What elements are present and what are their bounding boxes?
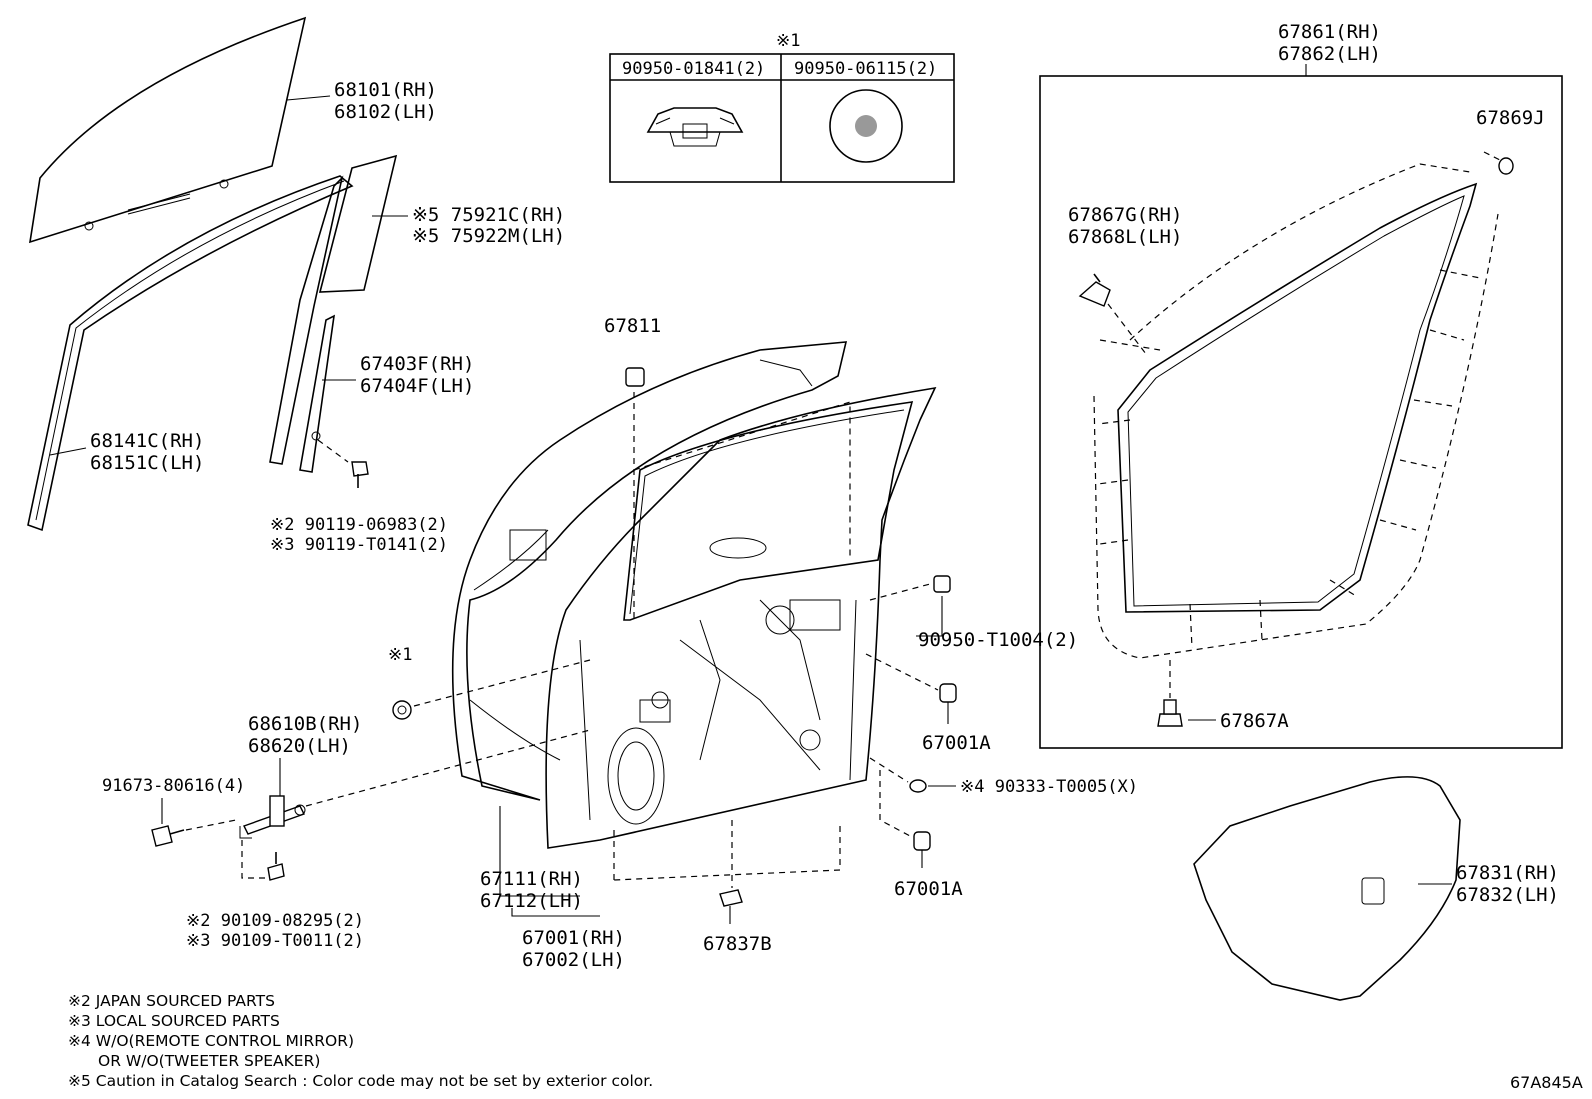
clip-67869j-guide [1483,151,1501,161]
clip-67867a-icon [1157,699,1183,727]
rear-lower-channel [299,314,336,473]
note1-door-mark: ※1 [388,645,412,665]
diagram-reference: 67A845A [1510,1073,1583,1092]
panel-leader [499,806,580,897]
glass-run-channel [27,175,354,532]
stopper-icon [625,367,645,387]
outer-door-panel [451,341,848,801]
clip-67837b-icon [719,889,743,907]
clip-67868l-label: 67868L(LH) [1068,226,1182,248]
bolt-90109-icon [267,852,285,881]
channel-lh-label: 67404F(LH) [360,375,474,397]
cushion-lower-guide [879,770,911,837]
weatherstrip-top-dashed [1129,163,1471,341]
garnish-rh-label: ※5 75921C(RH) [412,204,565,226]
cushion-lower-label: 67001A [894,878,963,900]
bolt-90109-guide [241,840,268,879]
bolt-90109-japan-label: ※2 90109-08295(2) [186,911,364,931]
round-plug-icon [829,89,903,163]
service-hole-cover [1193,776,1461,1001]
hole-plug-label: ※4 90333-T0005(X) [960,777,1138,797]
weatherstrip-lh-label: 67862(LH) [1278,43,1381,65]
note1-reference-box: ※1 90950-01841(2) 90950-06115(2) [609,31,955,183]
clip-67867a-label: 67867A [1220,710,1289,732]
cushion-upper-icon [939,683,957,703]
note1-mark: ※1 [776,31,800,51]
hole-plug-icon [646,107,744,147]
bolt-91673-guide [185,819,237,831]
weatherstrip-outer-dashed [1093,213,1499,659]
glass-leader-line [286,95,331,101]
door-assembly [545,386,937,849]
plug-t1004-label: 90950-T1004(2) [918,629,1078,651]
weatherstrip-box [1039,75,1563,749]
cover-lh-label: 67832(LH) [1456,884,1559,906]
window-dashed-outline [633,401,851,560]
hole-plug-guide [869,757,909,783]
panel-lh-label: 67112(LH) [480,890,583,912]
note1-plug-icon [392,700,412,720]
glass-run-rh-label: 68141C(RH) [90,430,204,452]
panel-rh-label: 67111(RH) [480,868,583,890]
footnote-4-cont: OR W/O(TWEETER SPEAKER) [98,1052,320,1070]
garnish-lh-label: ※5 75922M(LH) [412,225,565,247]
bolt-icon [317,439,369,488]
plug-90950-01841-label: 90950-01841(2) [622,59,765,79]
door-check-icon [239,795,306,839]
bolt-91673-icon [151,825,185,847]
clip-67869j-icon [1498,157,1514,175]
glass-rh-label: 68101(RH) [334,79,437,101]
footnote-5: ※5 Caution in Catalog Search : Color cod… [68,1072,653,1090]
footnote-3: ※3 LOCAL SOURCED PARTS [68,1012,280,1030]
door-rh-label: 67001(RH) [522,927,625,949]
check-lh-label: 68620(LH) [248,735,351,757]
door-lh-label: 67002(LH) [522,949,625,971]
footnote-2: ※2 JAPAN SOURCED PARTS [68,992,275,1010]
plug-90950-06115-label: 90950-06115(2) [794,59,937,79]
note1-guide [413,659,591,707]
cover-rh-label: 67831(RH) [1456,862,1559,884]
weatherstrip-rh-label: 67861(RH) [1278,21,1381,43]
cushion-upper-guide [865,653,939,691]
door-dashed-outline [613,826,841,881]
glass-run-leader [49,447,87,456]
glass-lh-label: 68102(LH) [334,101,437,123]
bolt-91673-label: 91673-80616(4) [102,776,245,796]
stopper-label: 67811 [604,315,661,337]
door-weatherstrip [1117,182,1478,613]
weatherstrip-clip-ticks [1097,269,1481,649]
bolt-local-label: ※3 90119-T0141(2) [270,535,448,555]
cushion-lower-icon [913,831,931,851]
cushion-upper-label: 67001A [922,732,991,754]
door-check-guide [305,729,591,807]
glass-run-lh-label: 68151C(LH) [90,452,204,474]
clip-67867g-label: 67867G(RH) [1068,204,1182,226]
clip-67869j-label: 67869J [1476,107,1545,129]
check-rh-label: 68610B(RH) [248,713,362,735]
door-glass [29,16,307,244]
garnish-piece [318,154,398,293]
footnote-4: ※4 W/O(REMOTE CONTROL MIRROR) [68,1032,354,1050]
plug-t1004-icon [933,575,951,593]
door-leader [511,908,600,917]
clip-67867g-guide [1107,303,1147,355]
channel-rh-label: 67403F(RH) [360,353,474,375]
rear-division-bar [269,175,344,465]
plug-t1004-leader [916,596,943,637]
clip-67867g-icon [1078,273,1111,307]
footnotes: ※2 JAPAN SOURCED PARTS ※3 LOCAL SOURCED … [68,992,653,1090]
bolt-90109-local-label: ※3 90109-T0011(2) [186,931,364,951]
bolt-japan-label: ※2 90119-06983(2) [270,515,448,535]
hole-plug-small-icon [909,779,927,793]
clip-67837b-label: 67837B [703,933,772,955]
